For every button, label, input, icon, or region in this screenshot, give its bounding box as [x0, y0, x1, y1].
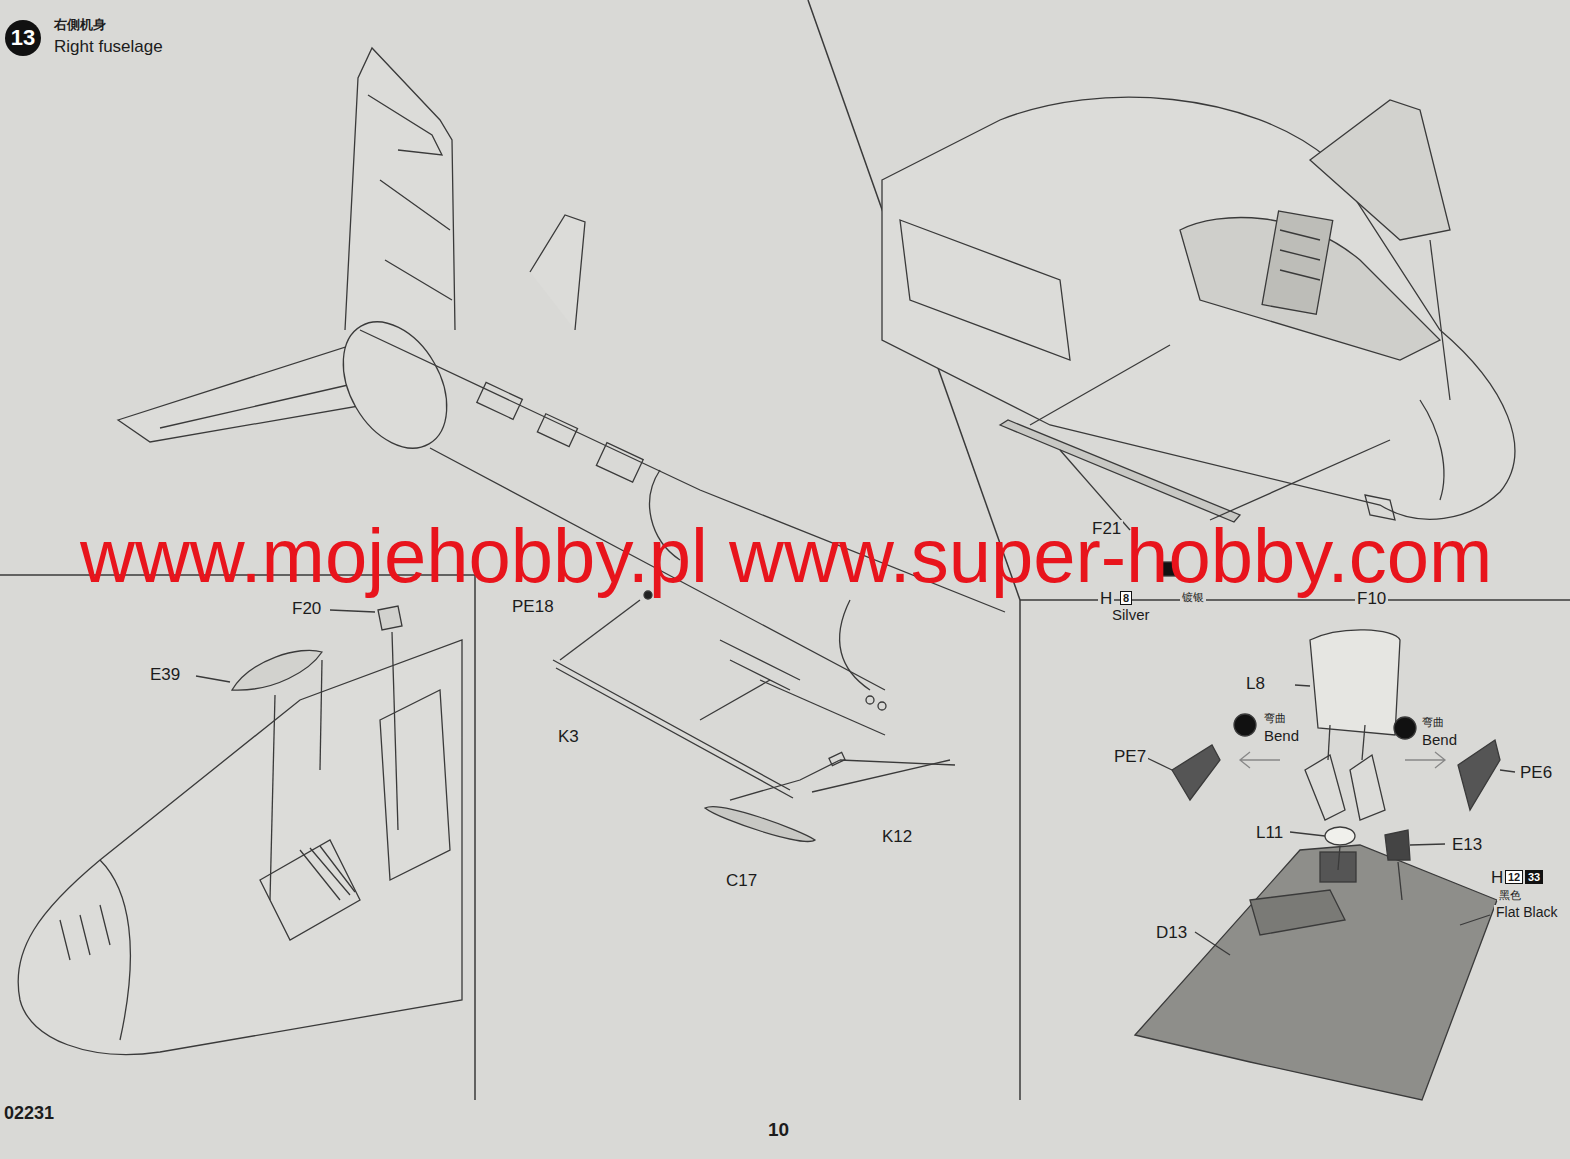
paint-chip: 12	[1505, 870, 1523, 884]
kit-number: 02231	[2, 1104, 56, 1124]
part-number: D13	[1154, 924, 1189, 943]
part-number: C17	[724, 872, 759, 891]
instruction-cn: 弯曲	[1420, 716, 1446, 728]
part-number: E39	[148, 666, 182, 685]
part-number: K12	[880, 828, 914, 847]
part-number: PE6	[1518, 764, 1554, 783]
paint-name: Silver	[1110, 607, 1152, 624]
instruction-cn: 弯曲	[1262, 712, 1288, 724]
part-number: PE18	[510, 598, 556, 617]
step-title: Right fuselage	[52, 38, 165, 57]
instruction: Bend	[1420, 732, 1459, 749]
part-number: F20	[290, 600, 323, 619]
part-number: L8	[1244, 675, 1267, 694]
part-number: E13	[1450, 836, 1484, 855]
paint-name-cn: 黑色	[1497, 889, 1523, 901]
instruction: Bend	[1262, 728, 1301, 745]
part-number: PE7	[1112, 748, 1148, 767]
step-number-circle: 13	[5, 20, 41, 56]
paint-chip: 33	[1525, 870, 1543, 884]
watermark: www.mojehobby.pl www.super-hobby.com	[80, 518, 1492, 594]
part-number: K3	[556, 728, 581, 747]
page-number: 10	[766, 1120, 791, 1141]
part-number: L11	[1254, 824, 1285, 843]
paint-code: H	[1489, 869, 1505, 888]
step-number: 13	[11, 25, 35, 51]
step-title-cn: 右側机身	[52, 18, 108, 32]
paint-name: Flat Black	[1494, 905, 1559, 920]
